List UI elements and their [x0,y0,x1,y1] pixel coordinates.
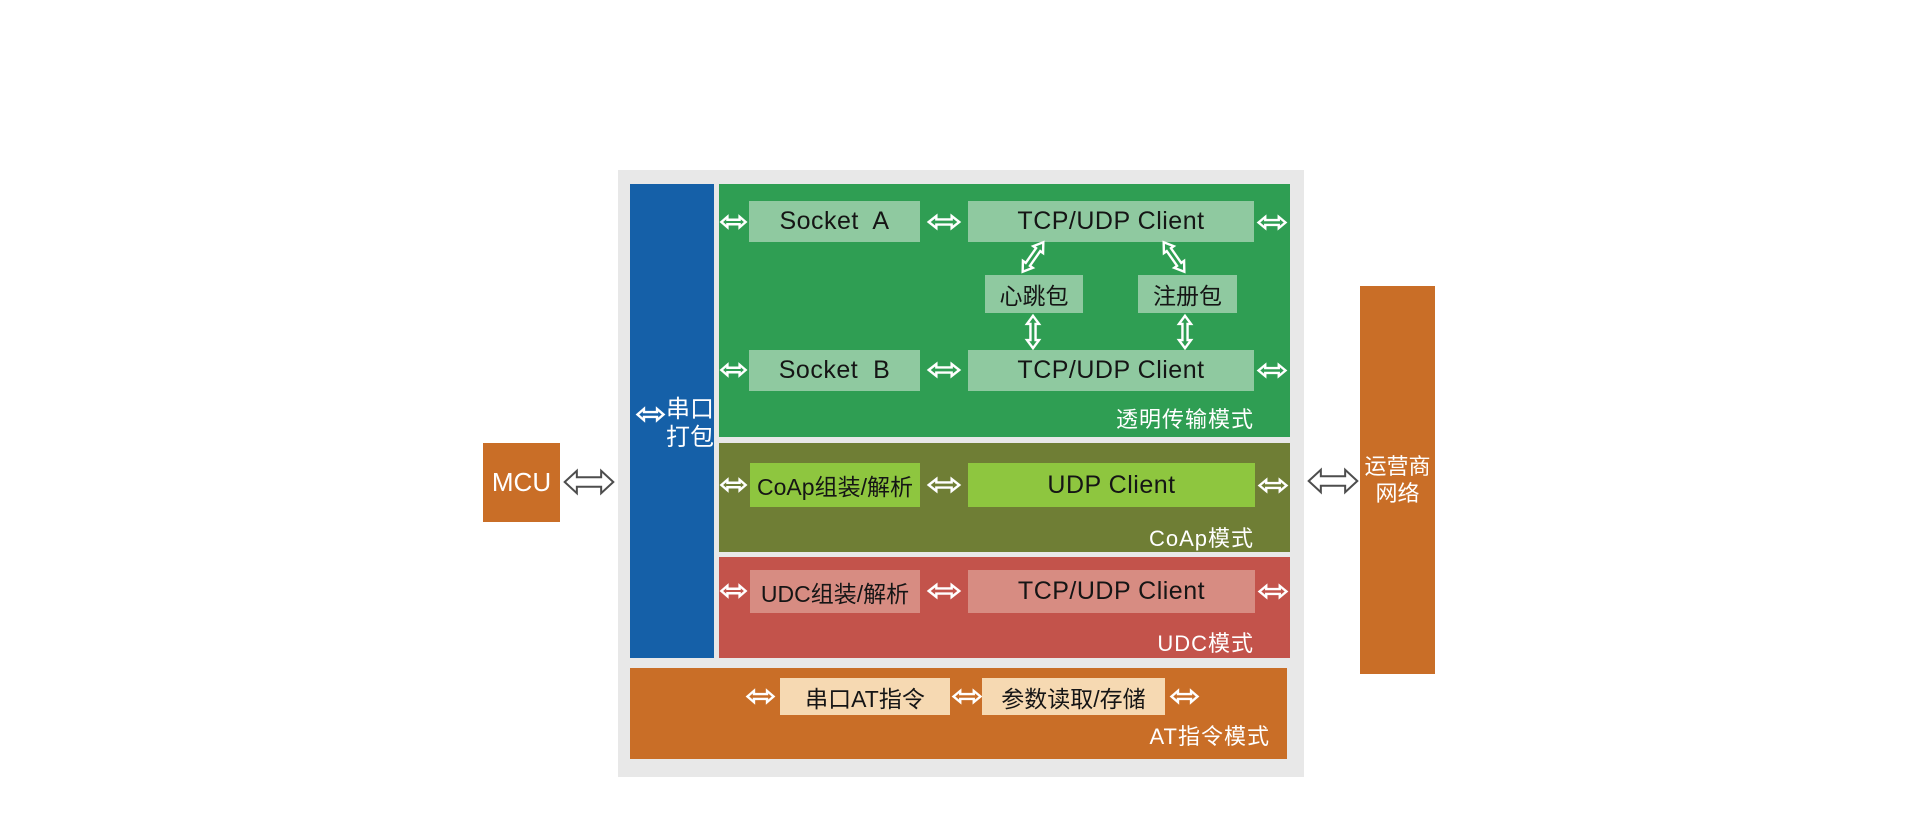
tcp-udp-client-bottom-box: TCP/UDP Client [968,350,1254,391]
register-vertical-double-arrow-icon [1177,314,1193,350]
coap-right-double-arrow-icon [1258,478,1288,493]
udc-section-title: UDC模式 [1157,631,1254,656]
at-mid-double-arrow-icon [952,689,982,704]
udc-tcp-client-box: TCP/UDP Client [968,570,1255,613]
tcp-udp-client-top-box: TCP/UDP Client [968,201,1254,242]
heartbeat-diagonal-double-arrow-icon [1015,236,1051,278]
socket-a-box: Socket A [749,201,920,242]
mcu-box: MCU [483,443,560,522]
serial-at-label: 串口AT指令 [805,685,925,712]
coap-assembler-label: CoAp组装/解析 [757,474,913,500]
register-box: 注册包 [1138,275,1237,313]
carrier-network-label-line2: 网络 [1375,481,1420,506]
tcp-top-right-double-arrow-icon [1257,215,1287,230]
coap-assembler-box: CoAp组装/解析 [750,463,920,507]
udc-left-double-arrow-icon [720,584,747,598]
param-storage-label: 参数读取/存储 [1001,685,1146,712]
udp-client-label: UDP Client [1047,470,1176,499]
param-storage-box: 参数读取/存储 [982,678,1165,715]
udp-client-box: UDP Client [968,463,1255,507]
socket-a-right-double-arrow-icon [927,214,961,230]
at-right-double-arrow-icon [1170,689,1199,704]
udc-assembler-label: UDC组装/解析 [760,580,910,607]
serial-packer-label: 串口 打包 [666,396,714,452]
at-section [630,668,1287,759]
tcp-udp-client-bottom-label: TCP/UDP Client [1017,356,1205,384]
mcu-label: MCU [491,467,552,497]
socket-b-left-double-arrow-icon [720,363,747,377]
carrier-network-label: 运营商 网络 [1364,453,1430,508]
heartbeat-box: 心跳包 [985,275,1083,313]
udc-mid-double-arrow-icon [927,583,961,599]
udc-assembler-box: UDC组装/解析 [750,570,920,613]
carrier-network-bar: 运营商 网络 [1360,286,1435,674]
panel-carrier-double-arrow-icon [1306,466,1360,496]
heartbeat-vertical-double-arrow-icon [1025,314,1041,350]
serial-packer-label-line2: 打包 [666,423,714,451]
heartbeat-label: 心跳包 [999,283,1069,309]
socket-b-right-double-arrow-icon [927,362,961,378]
udc-right-double-arrow-icon [1258,584,1288,599]
socket-a-label: Socket A [779,207,890,235]
socket-b-label: Socket B [778,356,891,384]
socket-b-box: Socket B [749,350,920,391]
coap-left-double-arrow-icon [720,478,747,492]
mcu-serial-double-arrow-icon [562,467,616,497]
coap-section-title: CoAp模式 [1148,526,1254,551]
tcp-udp-client-top-label: TCP/UDP Client [1017,207,1205,235]
at-left-double-arrow-icon [746,689,775,704]
transparent-section-title: 透明传输模式 [1115,407,1254,432]
serial-packer-label-line1: 串口 [666,396,714,423]
coap-mid-double-arrow-icon [927,477,961,493]
tcp-bottom-right-double-arrow-icon [1257,363,1287,378]
register-label: 注册包 [1153,283,1222,309]
at-section-title: AT指令模式 [1149,724,1270,749]
udc-tcp-client-label: TCP/UDP Client [1017,577,1206,605]
carrier-network-label-line1: 运营商 [1364,453,1431,479]
socket-a-left-double-arrow-icon [720,215,747,229]
serial-at-box: 串口AT指令 [780,678,950,715]
serial-packer-double-arrow-icon [636,407,665,422]
register-diagonal-double-arrow-icon [1156,236,1192,278]
